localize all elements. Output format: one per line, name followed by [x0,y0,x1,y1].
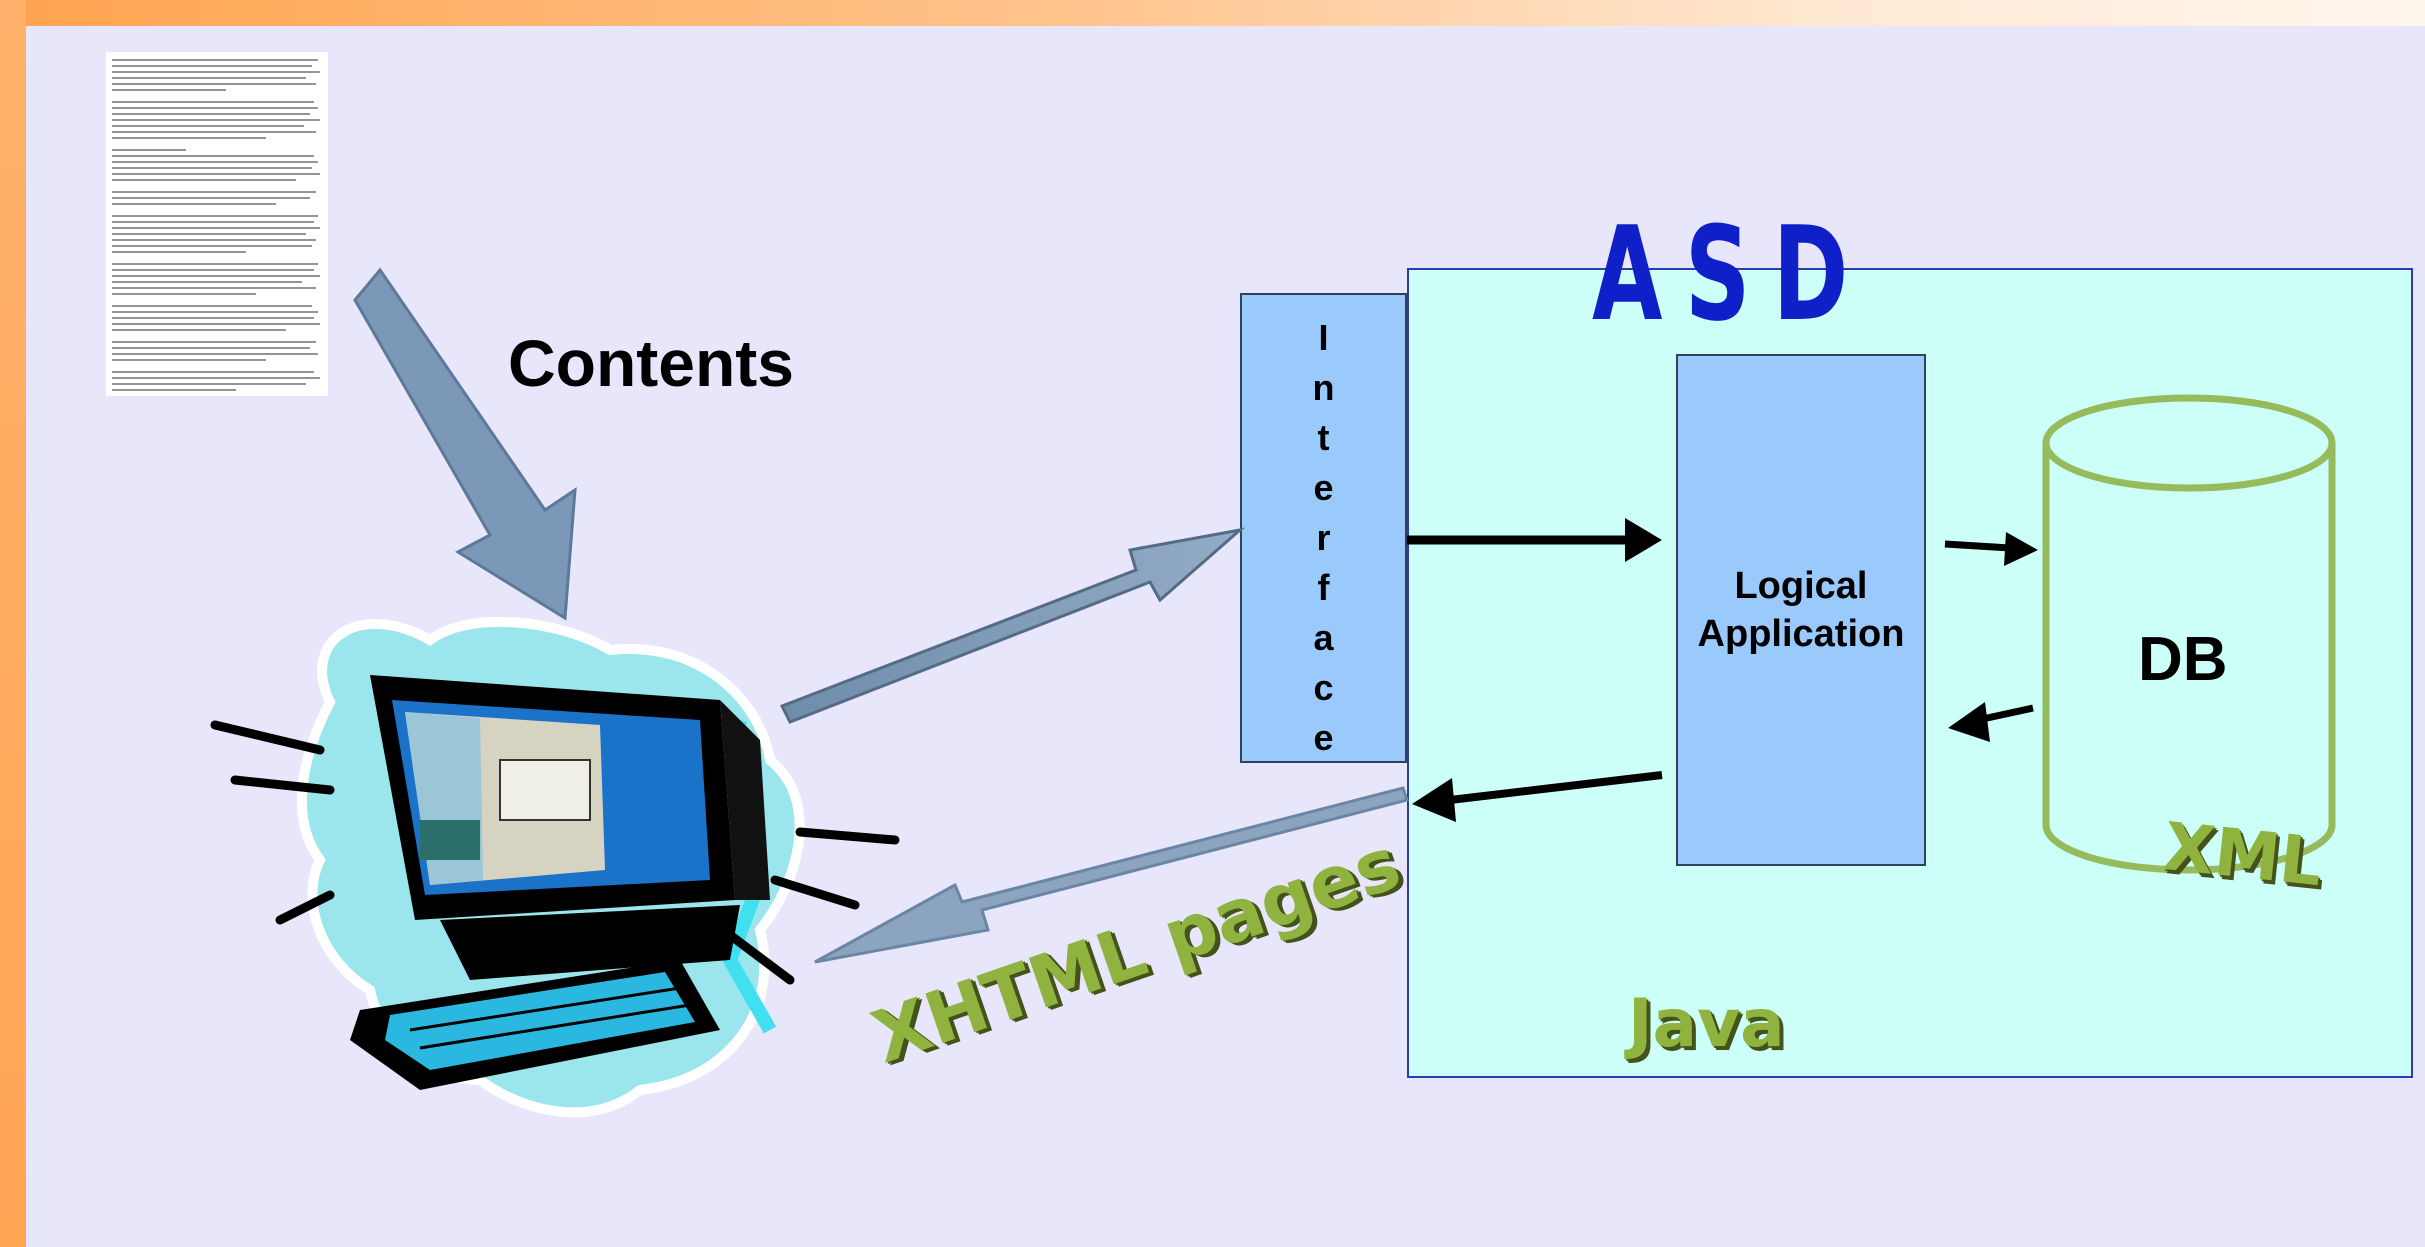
interface-letter: f [1317,567,1330,608]
left-gradient-bar [0,0,26,1247]
document-text-lines [112,59,320,391]
asd-title: ASD [1592,198,1871,350]
interface-letter: t [1317,417,1330,458]
interface-letter: e [1313,717,1334,758]
document-icon [106,52,328,396]
interface-letter: a [1313,617,1334,658]
interface-letter: r [1316,517,1331,558]
interface-letter: e [1313,467,1334,508]
logic-to-db-arrow [1944,532,2038,566]
interface-letter: n [1312,367,1335,408]
interface-letter: c [1313,667,1334,708]
database-cylinder [2042,394,2336,874]
application-label: Application [1697,613,1905,655]
logical-label: Logical [1734,565,1868,607]
response-arrow [814,786,1409,964]
interface-letter: I [1318,317,1329,358]
top-gradient-bar [0,0,2425,26]
db-to-logic-arrow [1948,702,2034,742]
computer-icon [210,616,900,1118]
interface-label: I n t e r f a c e [1242,313,1405,763]
request-arrow [779,527,1246,724]
contents-arrow [353,267,577,621]
xml-label: XML [2159,808,2326,902]
java-label: Java [1628,985,1785,1062]
interface-box: I n t e r f a c e [1240,293,1407,763]
logical-application-box: Logical Application [1676,354,1926,866]
contents-label: Contents [508,326,794,400]
interface-to-logic-arrow [1407,518,1662,562]
logic-to-interface-arrow [1412,771,1663,822]
db-label: DB [2138,625,2228,694]
